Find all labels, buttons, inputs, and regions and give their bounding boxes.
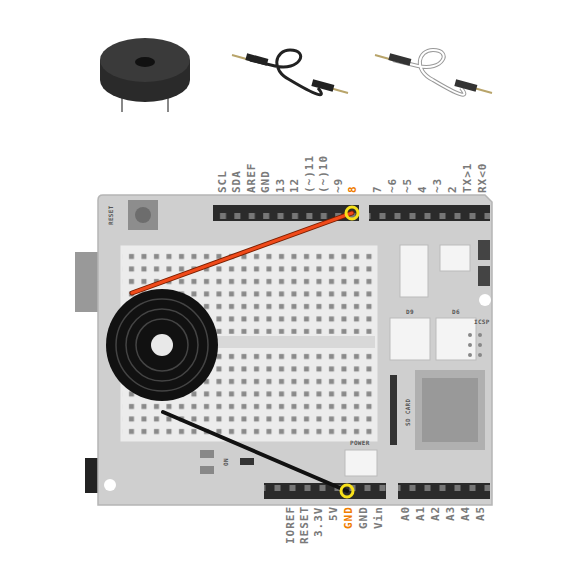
pin-label: 8 [347,185,358,193]
pin-label: A2 [430,506,441,521]
pin-label: 2 [447,185,458,193]
board-marking: D6 [452,309,460,315]
pin-label: RX<0 [477,163,488,194]
jumper-wires [132,207,358,497]
pin-label: ~5 [402,178,413,193]
pin-label: 7 [372,185,383,193]
pin-label: GND [358,506,369,529]
pin-label: TX>1 [462,163,473,194]
pin-label: A5 [475,506,486,521]
pin-label: A1 [415,506,426,521]
pin-label: RESET [299,506,310,544]
shield-board [75,195,492,505]
pin-label: 3.3V [313,507,324,538]
pin-label: SCL [217,170,228,193]
pin-label: Vin [373,506,384,529]
piezo-buzzer [106,289,218,401]
board-marking: POWER [350,440,370,446]
pin-label: GND [343,506,354,529]
pin-label: 5V [328,506,339,521]
pin-label: 12 [289,178,300,193]
board-marking: RESET [108,205,114,225]
white-jumper [375,50,492,95]
board-marking: ICSP [474,319,490,325]
pin-label: ~3 [432,178,443,193]
pin-label: GND [260,170,271,193]
pin-label: A4 [460,506,471,521]
pin-label: SDA [231,170,242,193]
pin-label: 4 [417,185,428,193]
pin-label: (~)11 [304,155,315,193]
pin-label: ~9 [333,178,344,193]
board-marking: ON [223,458,229,466]
pin-label: 13 [275,178,286,193]
board-marking: D9 [406,309,414,315]
pin-label: A0 [400,506,411,521]
pin-label: AREF [246,163,257,194]
pin-label: (~)10 [318,155,329,193]
black-jumper [232,50,348,95]
pin-label: ~6 [387,178,398,193]
loose-buzzer [100,38,190,112]
pin-label: A3 [445,506,456,521]
board-marking: SD CARD [405,398,411,425]
pin-label: IOREF [285,506,296,544]
